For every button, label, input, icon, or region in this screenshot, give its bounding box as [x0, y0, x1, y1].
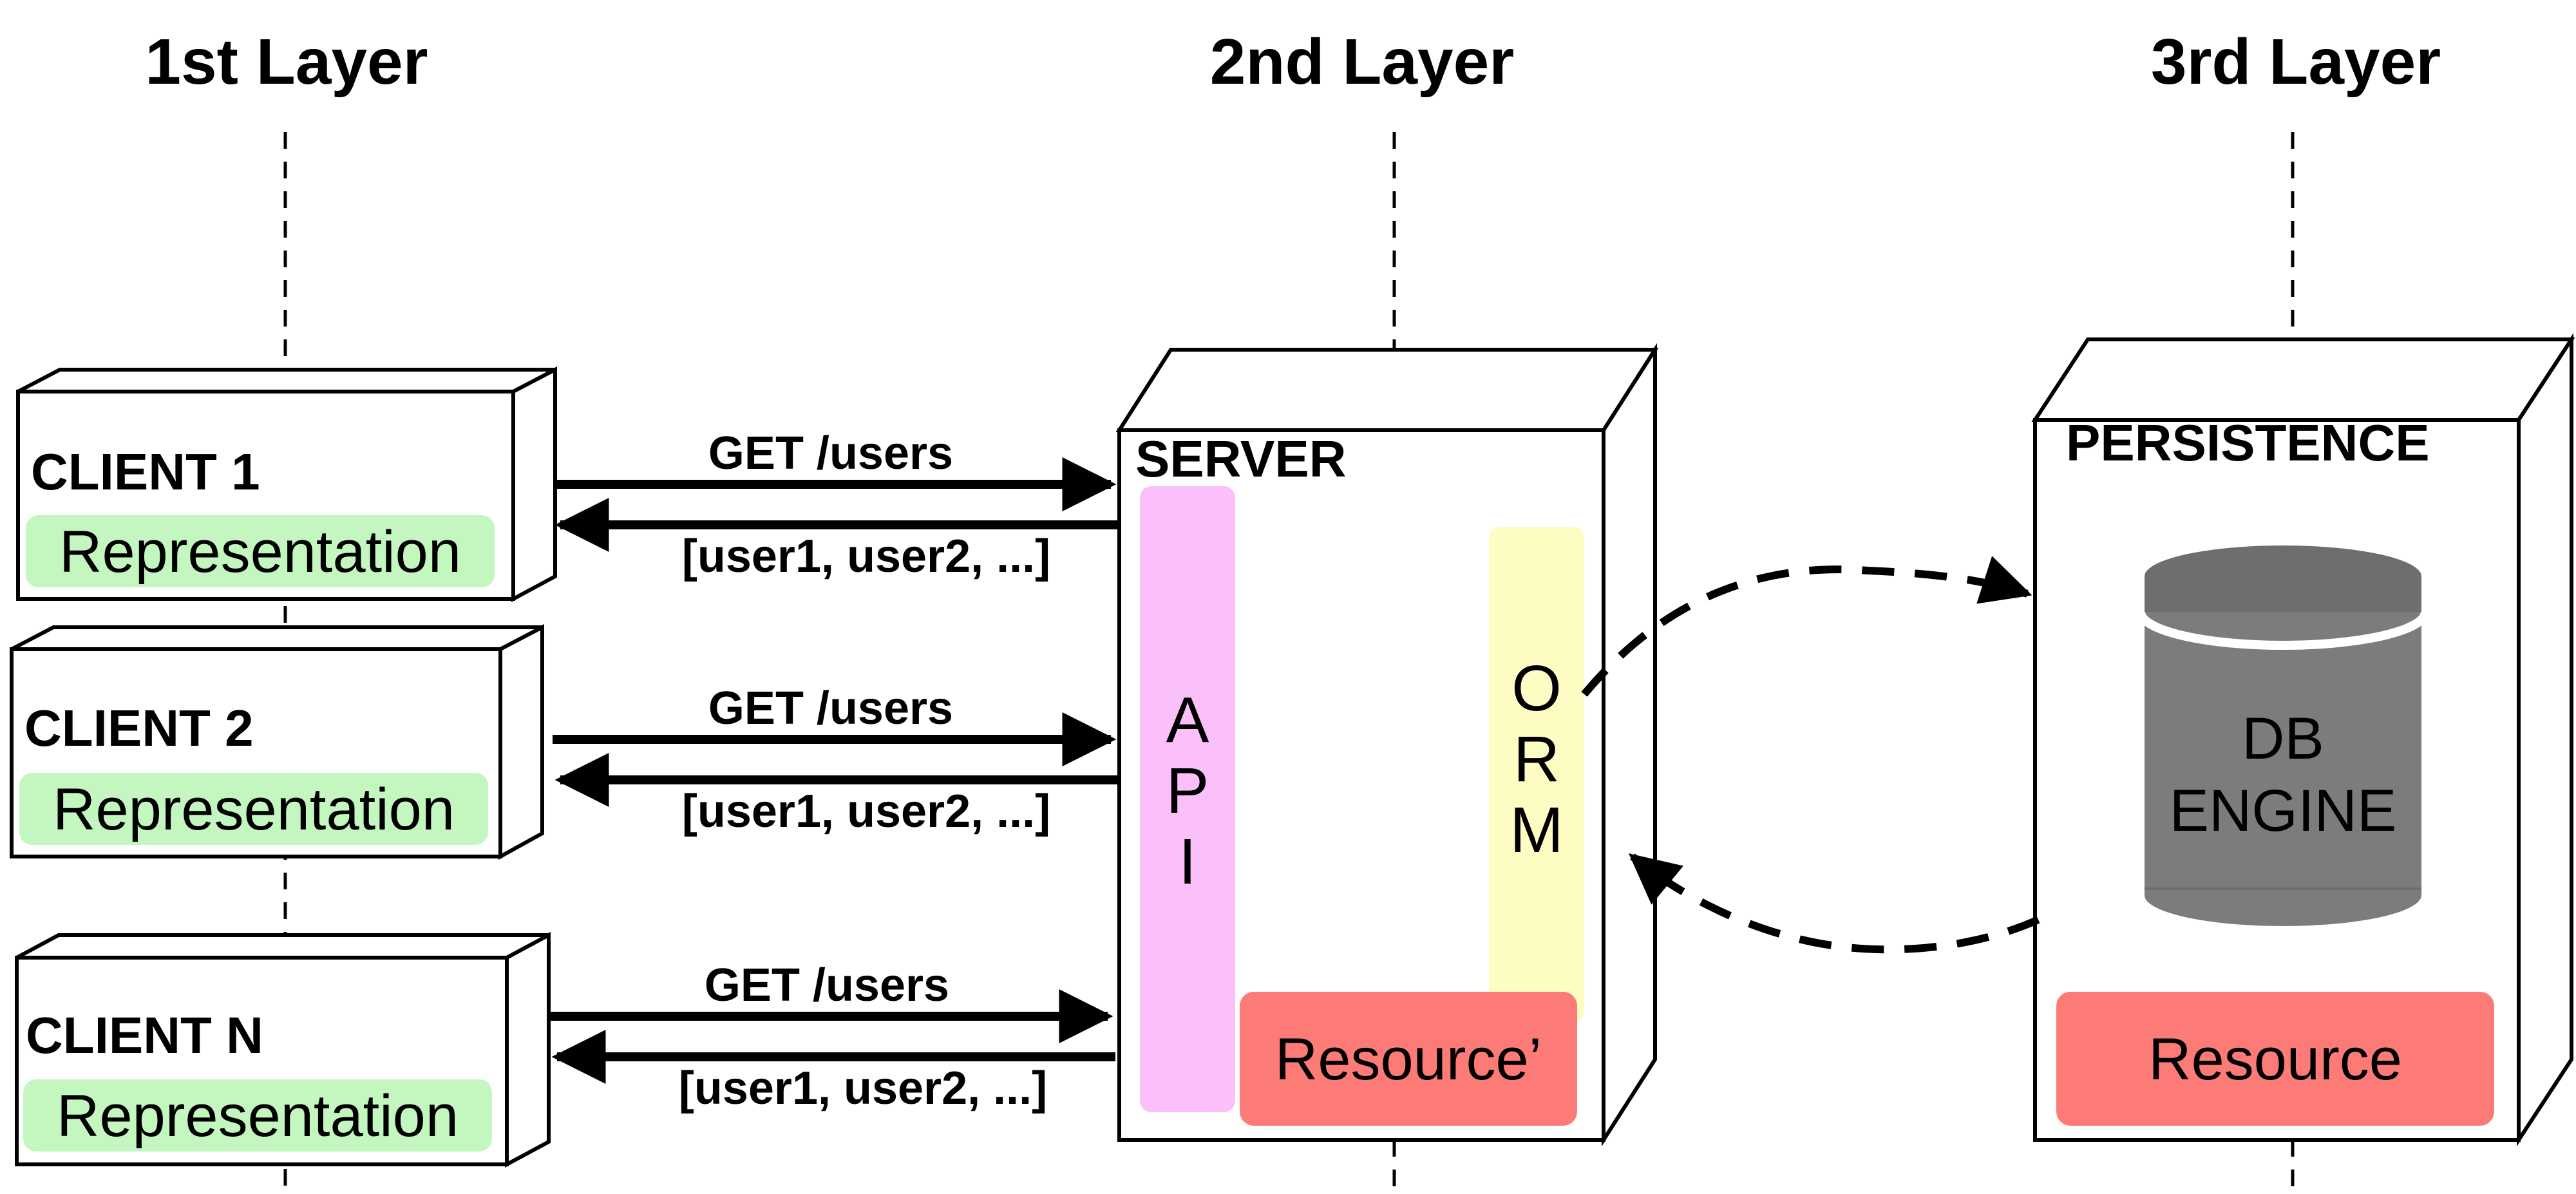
persistence-resource-box — [2056, 992, 2494, 1126]
response-label-3: [user1, user2, ...] — [679, 1063, 1047, 1114]
client-1-node: CLIENT 1 Representation — [16, 366, 557, 603]
client-1-title: CLIENT 1 — [31, 443, 260, 500]
db-label-line-1: DB — [2242, 706, 2324, 772]
api-letter-p: P — [1166, 755, 1209, 827]
orm-to-persistence-arrow — [1581, 556, 2032, 697]
message-2: GET /users [user1, user2, ...] — [553, 683, 1119, 837]
persistence-to-orm-arrow — [1628, 853, 2040, 954]
client-2-node: CLIENT 2 Representation — [10, 624, 544, 860]
client-1-representation-box — [26, 515, 495, 587]
message-1: GET /users [user1, user2, ...] — [554, 428, 1119, 582]
client-n-representation-box — [23, 1079, 492, 1151]
response-label-2: [user1, user2, ...] — [682, 786, 1050, 837]
client-1-representation: Representation — [59, 519, 461, 585]
message-3: GET /users [user1, user2, ...] — [549, 960, 1115, 1114]
server-resource-label: Resource’ — [1275, 1027, 1542, 1092]
client-2-representation-box — [19, 773, 488, 845]
client-n-node: CLIENT N Representation — [15, 931, 551, 1168]
client-2-representation: Representation — [53, 777, 455, 842]
api-bar — [1140, 486, 1235, 1112]
api-letter-i: I — [1179, 826, 1197, 898]
client-2-title: CLIENT 2 — [24, 699, 254, 757]
database-icon — [2136, 545, 2430, 926]
orm-letter-r: R — [1513, 723, 1560, 795]
orm-letter-m: M — [1510, 794, 1563, 866]
persistence-resource-label: Resource — [2148, 1027, 2402, 1092]
db-label-line-2: ENGINE — [2170, 778, 2397, 844]
layer-title-2: 2nd Layer — [1210, 26, 1514, 98]
request-label-1: GET /users — [708, 428, 953, 479]
orm-bar — [1489, 527, 1584, 1023]
persistence-node: PERSISTENCE DB ENGINE Resource — [2031, 332, 2575, 1147]
request-label-2: GET /users — [708, 683, 953, 734]
client-n-title: CLIENT N — [26, 1007, 263, 1064]
api-letter-a: A — [1166, 684, 1209, 756]
server-title: SERVER — [1135, 430, 1347, 488]
server-node: SERVER A P I O R M Resource’ — [1115, 343, 1659, 1147]
layer-title-3: 3rd Layer — [2151, 26, 2441, 98]
layer-title-1: 1st Layer — [145, 26, 428, 98]
persistence-title: PERSISTENCE — [2066, 414, 2430, 471]
orm-letter-o: O — [1511, 652, 1562, 725]
server-resource-box — [1240, 992, 1577, 1126]
client-n-representation: Representation — [57, 1083, 459, 1149]
request-label-3: GET /users — [705, 960, 949, 1011]
response-label-1: [user1, user2, ...] — [682, 531, 1050, 582]
